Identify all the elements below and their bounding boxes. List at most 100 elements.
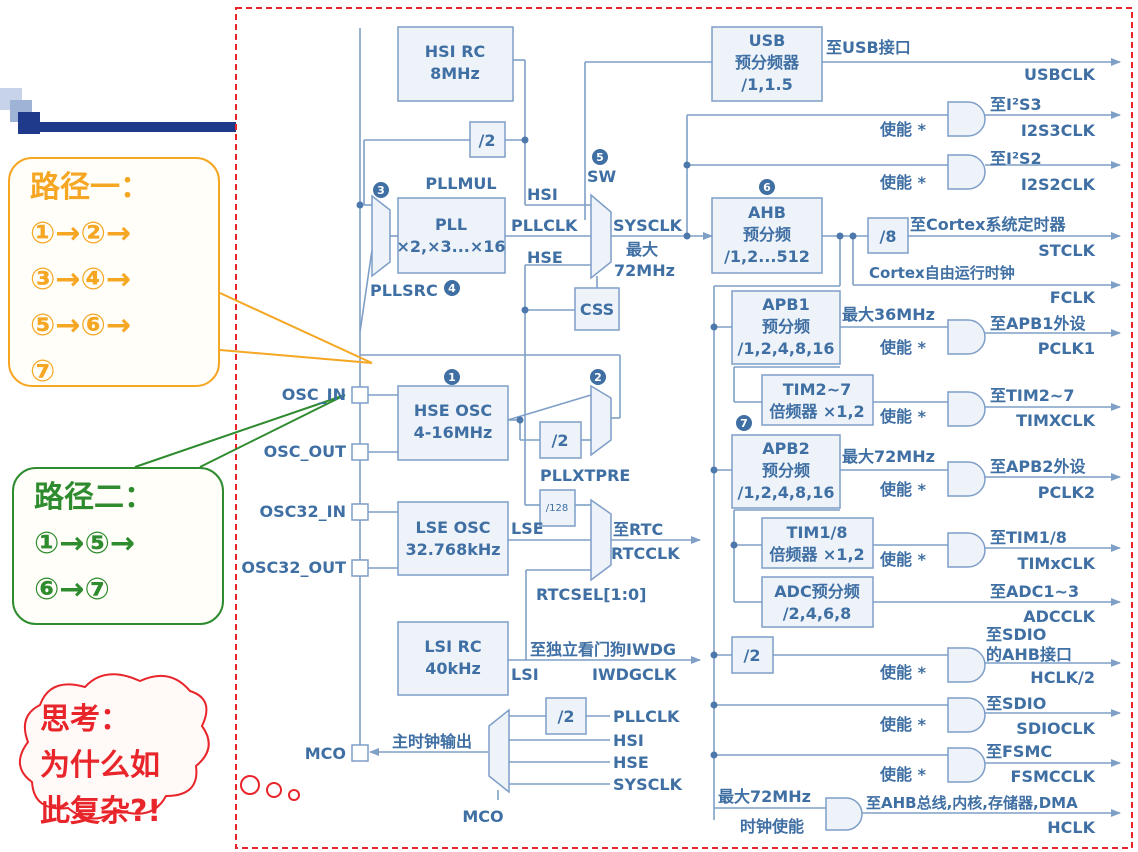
think-line-1: 思考： <box>40 702 130 737</box>
ahb-max-label: 最大72MHz <box>718 787 811 806</box>
div2-sdio: /2 <box>744 646 761 665</box>
apb1-ratio: /1,2,4,8,16 <box>738 339 835 358</box>
usb-ratio: /1,1.5 <box>741 75 792 94</box>
enable-fsmc: 使能 * <box>879 765 927 784</box>
adcclk-label: ADCCLK <box>1023 607 1095 626</box>
mco-mux-label: MCO <box>462 807 503 826</box>
usb-to-label: 至USB接口 <box>826 38 911 57</box>
usb-title: USB <box>749 31 786 50</box>
path1-title: 路径一： <box>30 170 150 205</box>
to-rtc-label: 至RTC <box>613 520 663 539</box>
apb1-prescaler: 预分频 <box>762 317 810 336</box>
step-2: 2 <box>594 371 602 384</box>
usbclk-label: USBCLK <box>1024 65 1096 84</box>
i2s2clk-label: I2S2CLK <box>1021 175 1096 194</box>
path1-line-2: ③→④→ <box>30 262 132 297</box>
i2s2-to-label: 至I²S2 <box>990 149 1042 168</box>
pin-mco: MCO <box>305 744 346 763</box>
mco-src-sysclk: SYSCLK <box>613 775 683 794</box>
pclk2-to-label: 至APB2外设 <box>990 457 1086 476</box>
hclk2-label: HCLK/2 <box>1030 668 1095 687</box>
path1-callout: 路径一： ①→②→ ③→④→ ⑤→⑥→ ⑦ <box>8 157 220 389</box>
hse-osc-freq: 4-16MHz <box>414 423 493 442</box>
enable-sdio-ahb: 使能 * <box>879 663 927 682</box>
diagram-frame <box>235 7 1133 849</box>
block-labels: HSI RC 8MHz PLL ×2,×3...×16 HSE OSC 4-16… <box>396 31 896 726</box>
i2s3clk-label: I2S3CLK <box>1021 121 1096 140</box>
step-1: 1 <box>448 371 456 384</box>
mco-src-hsi: HSI <box>613 731 644 750</box>
tim27-to-label: 至TIM2~7 <box>990 386 1074 405</box>
ahb-prescaler: 预分频 <box>743 225 791 244</box>
hsi-label: HSI <box>527 185 558 204</box>
to-iwdg-label: 至独立看门狗IWDG <box>530 640 676 659</box>
lse-osc-title: LSE OSC <box>415 518 490 537</box>
rtcsel-label: RTCSEL[1:0] <box>536 585 647 604</box>
hse-osc-title: HSE OSC <box>414 401 492 420</box>
slide-decoration <box>0 88 236 134</box>
mco-out-label: 主时钟输出 <box>392 732 472 751</box>
lsi-label: LSI <box>511 665 539 684</box>
rtcclk-label: RTCCLK <box>611 544 680 563</box>
hclk-to-label: 至AHB总线,内核,存储器,DMA <box>866 794 1078 812</box>
step-5: 5 <box>596 151 604 164</box>
lse-osc-freq: 32.768kHz <box>405 540 500 559</box>
enable-sdio: 使能 * <box>879 715 927 734</box>
path2-title: 路径二： <box>34 480 154 515</box>
div2-hsi: /2 <box>479 131 496 150</box>
apb2-ratio: /1,2,4,8,16 <box>738 483 835 502</box>
step-4: 4 <box>448 282 456 295</box>
fclk-to-label: Cortex自由运行时钟 <box>869 264 1015 282</box>
tim18-title: TIM1/8 <box>787 523 848 542</box>
pll-title: PLL <box>435 215 467 234</box>
muxes <box>371 193 612 794</box>
sysclk-max-freq: 72MHz <box>614 261 675 280</box>
enable-tim18: 使能 * <box>879 550 927 569</box>
fclk-label: FCLK <box>1050 288 1096 307</box>
apb1-max-label: 最大36MHz <box>842 305 935 324</box>
enable-pclk1: 使能 * <box>879 338 927 357</box>
think-line-3: 此复杂?! <box>40 794 162 829</box>
stclk-label: STCLK <box>1038 241 1095 260</box>
tim27-mult: 倍频器 ×1,2 <box>769 402 864 421</box>
path2-line-1: ①→⑤→ <box>34 526 136 561</box>
ahb-title: AHB <box>748 203 786 222</box>
tim18-to-label: 至TIM1/8 <box>990 528 1067 547</box>
step-markers: 1 2 3 4 5 6 7 <box>373 149 775 431</box>
hse-label: HSE <box>527 248 563 267</box>
enable-tim27: 使能 * <box>879 407 927 426</box>
tim27-title: TIM2~7 <box>783 380 851 399</box>
hsi-rc-freq: 8MHz <box>430 64 480 83</box>
mco-src-hse: HSE <box>613 753 649 772</box>
sdio-to-label: 至SDIO <box>986 694 1046 713</box>
pclk2-label: PCLK2 <box>1038 483 1095 502</box>
lsi-rc-title: LSI RC <box>424 637 481 656</box>
div8-systick: /8 <box>880 227 897 246</box>
usb-prescaler: 预分频器 <box>735 53 800 72</box>
boxes <box>351 26 909 762</box>
lsi-rc-freq: 40kHz <box>425 659 481 678</box>
path1-line-1: ①→②→ <box>30 216 132 251</box>
path1-line-4: ⑦ <box>30 354 56 389</box>
iwdgclk-label: IWDGCLK <box>592 665 677 684</box>
pclk1-label: PCLK1 <box>1038 339 1095 358</box>
css-block: CSS <box>580 300 614 319</box>
fsmcclk-label: FSMCCLK <box>1011 767 1096 786</box>
apb2-title: APB2 <box>762 439 809 458</box>
apb2-prescaler: 预分频 <box>762 461 810 480</box>
and-gates <box>825 101 986 831</box>
adc-to-label: 至ADC1~3 <box>990 582 1079 601</box>
step-7: 7 <box>740 417 748 430</box>
div2-hse: /2 <box>552 431 569 450</box>
apb1-title: APB1 <box>762 295 809 314</box>
pin-osc-out: OSC_OUT <box>264 442 346 461</box>
fsmc-to-label: 至FSMC <box>986 742 1052 761</box>
div2-mco: /2 <box>558 707 575 726</box>
signal-labels: PLLMUL HSI PLLCLK HSE SW SYSCLK 最大 72MHz… <box>370 120 935 836</box>
pllsrc-label: PLLSRC <box>370 281 438 300</box>
tim18-mult: 倍频器 ×1,2 <box>769 545 864 564</box>
cortex-to-label: 至Cortex系统定时器 <box>910 215 1066 234</box>
pllxtpre-label: PLLXTPRE <box>540 466 630 485</box>
output-labels: 至USB接口 USBCLK 至I²S3 I2S3CLK 至I²S2 I2S2CL… <box>826 38 1096 837</box>
